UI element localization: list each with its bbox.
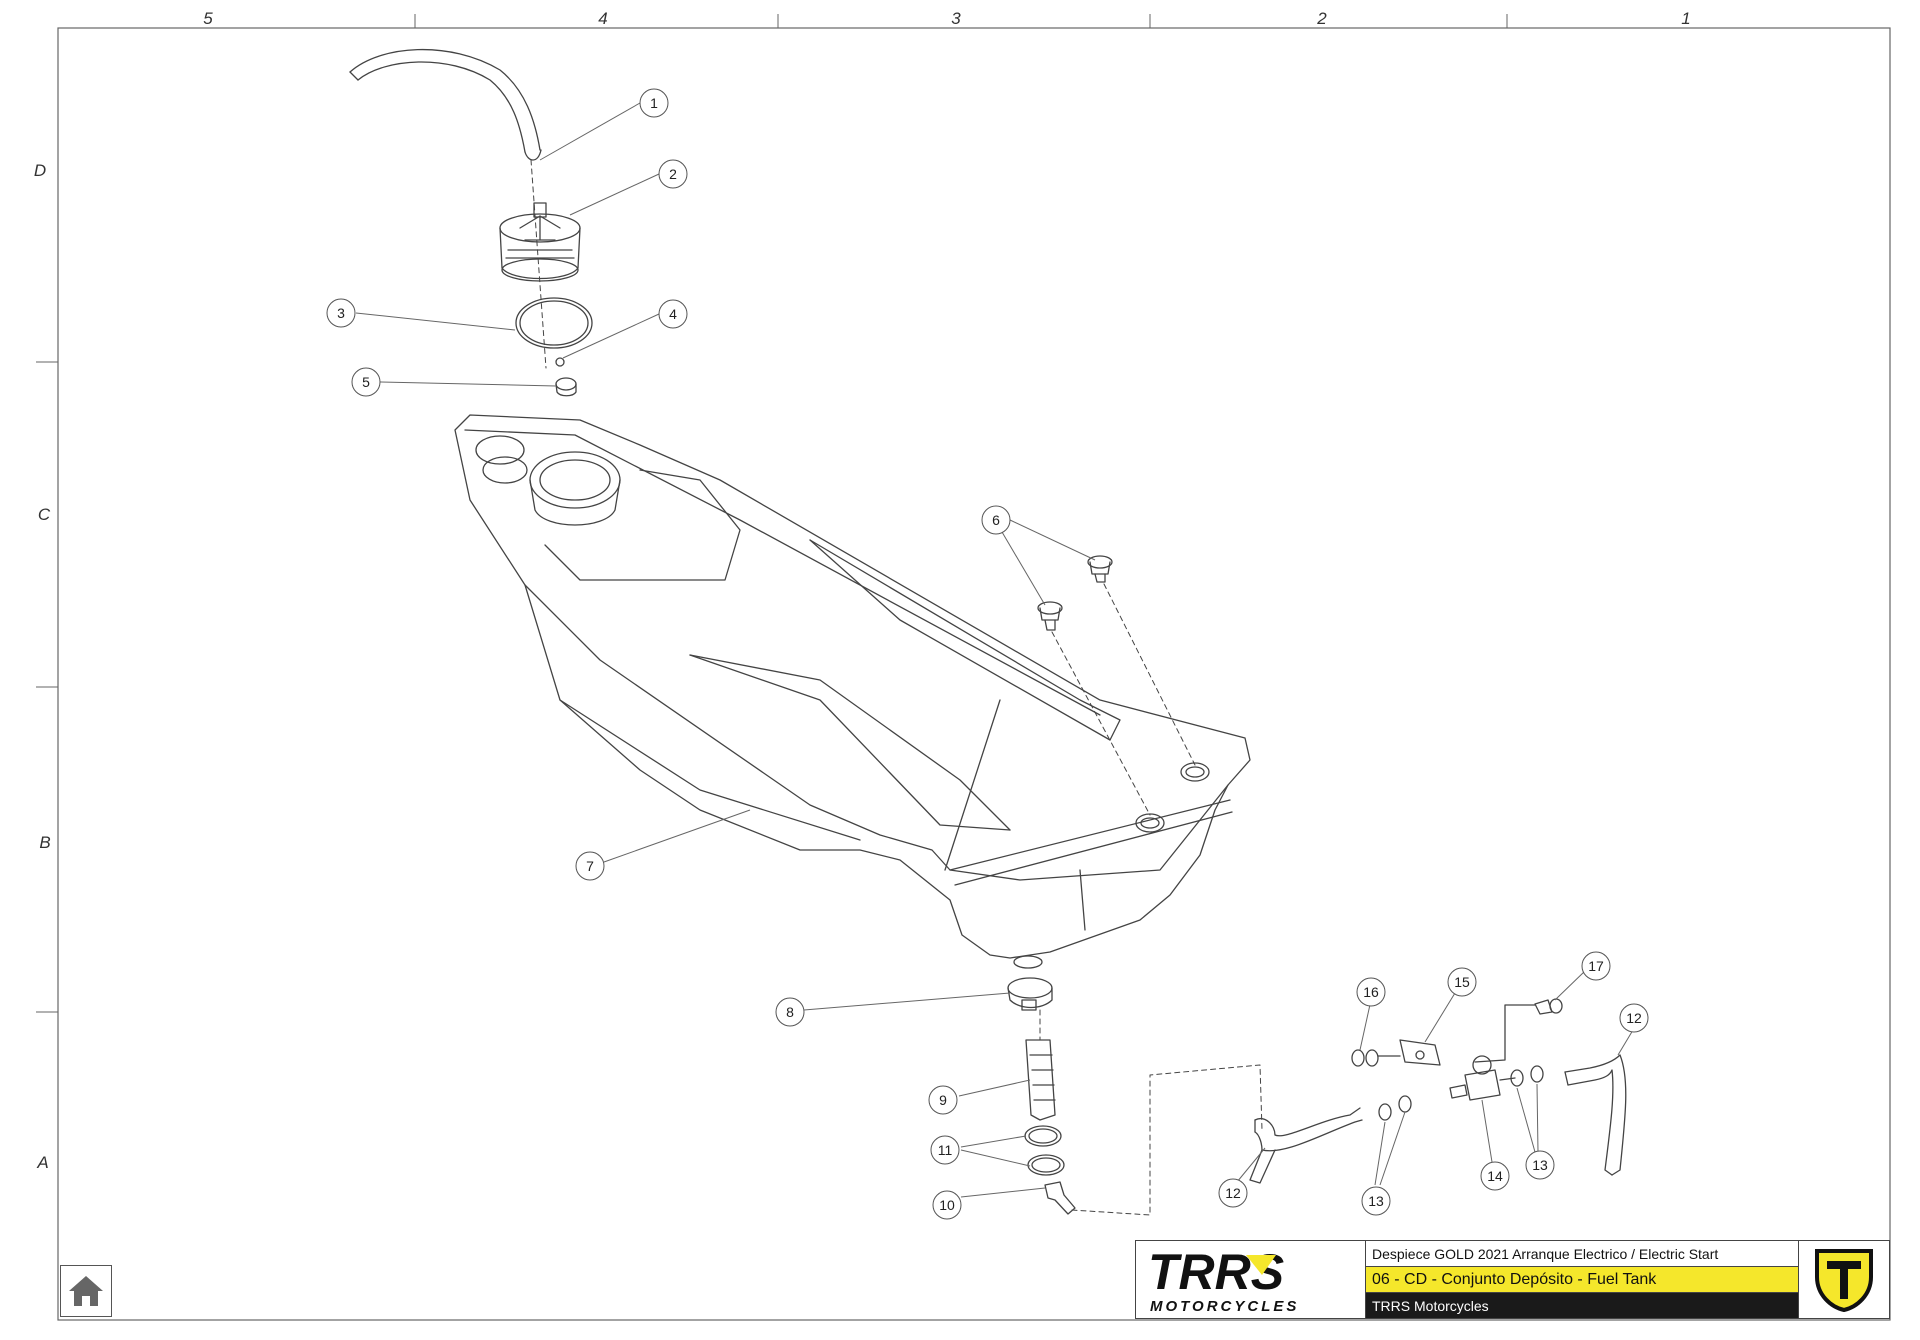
tap-bracket-part xyxy=(1399,1004,1536,1066)
column-ticks xyxy=(414,14,1508,28)
fuel-cap-part xyxy=(499,202,581,282)
callout-bubble: 12 xyxy=(1218,1178,1248,1208)
svg-text:6: 6 xyxy=(992,512,1000,528)
svg-text:2: 2 xyxy=(669,166,677,182)
column-label: 3 xyxy=(951,9,961,28)
svg-text:1: 1 xyxy=(650,95,658,111)
callout-bubble: 17 xyxy=(1581,951,1611,981)
svg-text:4: 4 xyxy=(669,306,677,322)
svg-text:3: 3 xyxy=(337,305,345,321)
column-label: 4 xyxy=(598,9,607,28)
svg-text:8: 8 xyxy=(786,1004,794,1020)
elbow-fitting-part xyxy=(1044,1064,1263,1216)
o-ring-part xyxy=(515,297,593,349)
home-button[interactable] xyxy=(60,1265,112,1317)
fuel-tank-part xyxy=(454,414,1251,969)
svg-text:MOTORCYCLES: MOTORCYCLES xyxy=(1150,1298,1299,1315)
callout-bubble: 1 xyxy=(639,88,669,118)
callout-bubble: 11 xyxy=(930,1135,960,1165)
company-name: TRRS Motorcycles xyxy=(1366,1293,1798,1318)
callout-bubble: 16 xyxy=(1356,977,1386,1007)
callout-bubble: 13 xyxy=(1525,1150,1555,1180)
outlet-hose-part xyxy=(1564,1054,1627,1176)
title-info: Despiece GOLD 2021 Arranque Electrico / … xyxy=(1366,1241,1799,1318)
row-label: C xyxy=(38,505,51,524)
callout-bubble: 14 xyxy=(1480,1161,1510,1191)
drawing-frame xyxy=(57,27,1891,1321)
svg-text:13: 13 xyxy=(1532,1157,1548,1173)
callout-bubble: 8 xyxy=(775,997,805,1027)
callout-bubbles: 1 2 3 4 5 6 7 8 9 10 11 12 12 13 13 14 1… xyxy=(326,88,1649,1220)
mounting-bolt-part xyxy=(1037,555,1196,816)
callout-bubble: 7 xyxy=(575,851,605,881)
hose-clamp-part xyxy=(1007,977,1053,1011)
trrs-t-badge-icon xyxy=(1815,1248,1873,1312)
trrs-logo: TRRS MOTORCYCLES xyxy=(1136,1241,1366,1318)
document-title: Despiece GOLD 2021 Arranque Electrico / … xyxy=(1366,1241,1798,1267)
row-label: A xyxy=(36,1153,48,1172)
column-label: 2 xyxy=(1316,9,1327,28)
column-label: 1 xyxy=(1681,9,1690,28)
bracket-bolt-part xyxy=(1351,1049,1401,1067)
breather-hose-part xyxy=(349,48,547,369)
title-block: TRRS MOTORCYCLES Despiece GOLD 2021 Arra… xyxy=(1135,1240,1890,1319)
callout-bubble: 13 xyxy=(1361,1186,1391,1216)
brand-badge xyxy=(1799,1241,1889,1318)
callout-bubble: 15 xyxy=(1447,967,1477,997)
svg-text:17: 17 xyxy=(1588,958,1604,974)
row-label: D xyxy=(34,161,46,180)
svg-text:16: 16 xyxy=(1363,984,1379,1000)
row-label: B xyxy=(39,833,50,852)
bracket-screw-part xyxy=(1534,998,1563,1015)
callout-bubble: 2 xyxy=(658,159,688,189)
svg-text:13: 13 xyxy=(1368,1193,1384,1209)
callout-bubble: 9 xyxy=(928,1085,958,1115)
check-ball-part xyxy=(555,357,565,367)
svg-text:12: 12 xyxy=(1626,1010,1642,1026)
leader-lines xyxy=(355,102,1634,1198)
svg-text:5: 5 xyxy=(362,374,370,390)
svg-text:12: 12 xyxy=(1225,1185,1241,1201)
svg-text:15: 15 xyxy=(1454,974,1470,990)
callout-bubble: 10 xyxy=(932,1190,962,1220)
callout-bubble: 5 xyxy=(351,367,381,397)
svg-text:10: 10 xyxy=(939,1197,955,1213)
fuel-hose-part xyxy=(1249,1107,1363,1184)
svg-text:9: 9 xyxy=(939,1092,947,1108)
callout-bubble: 6 xyxy=(981,505,1011,535)
callout-bubble: 3 xyxy=(326,298,356,328)
row-ticks xyxy=(36,361,58,1013)
trrs-logo-mark: TRRS MOTORCYCLES xyxy=(1148,1244,1299,1315)
valve-part xyxy=(555,377,577,397)
sheet-name: 06 - CD - Conjunto Depósito - Fuel Tank xyxy=(1366,1267,1798,1293)
home-icon xyxy=(69,1276,103,1306)
callout-bubble: 12 xyxy=(1619,1003,1649,1033)
callout-bubble: 4 xyxy=(658,299,688,329)
fuel-filter-part xyxy=(1025,1009,1056,1121)
svg-text:11: 11 xyxy=(938,1142,953,1158)
svg-text:14: 14 xyxy=(1487,1168,1503,1184)
column-label: 5 xyxy=(203,9,213,28)
fuel-tap-part xyxy=(1449,1055,1516,1101)
svg-text:7: 7 xyxy=(586,858,594,874)
small-o-ring-part xyxy=(1024,1125,1065,1176)
